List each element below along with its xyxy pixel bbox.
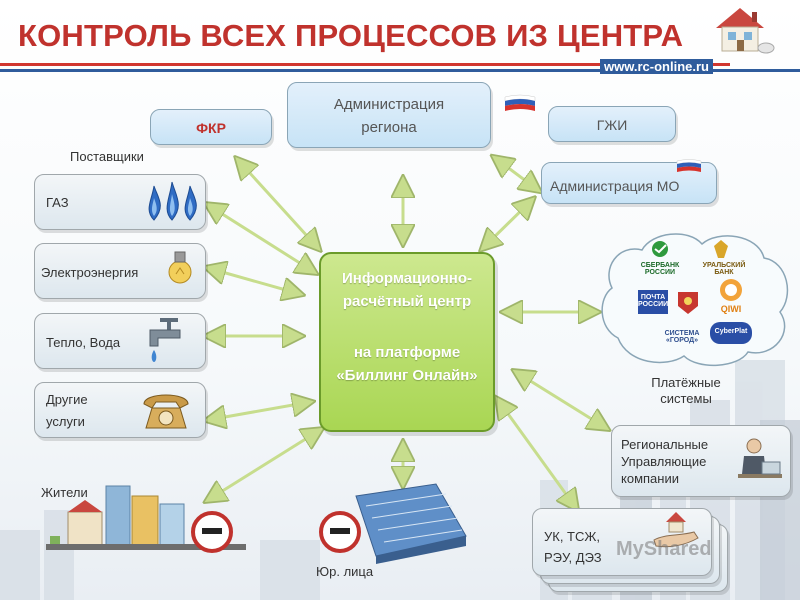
supplier-other-label-line1: Другие: [46, 392, 88, 407]
supplier-heat-water-label: Тепло, Вода: [46, 335, 121, 350]
supplier-heat-water-box[interactable]: [34, 313, 206, 369]
uk-tszh-line1: УК, ТСЖ,: [544, 529, 600, 544]
gorod-logo-icon: [678, 292, 698, 314]
billing-center-box[interactable]: [319, 252, 495, 432]
russian-flag-icon: [504, 94, 536, 111]
qiwi-logo-icon: [720, 279, 742, 301]
region-admin-label-line1: Администрация: [333, 96, 445, 113]
regional-management-line1: Региональные: [621, 437, 709, 452]
region-admin-label-line2: региона: [361, 119, 417, 136]
title-divider-blue: [0, 69, 800, 72]
uralsib-logo-icon: [714, 240, 728, 258]
qiwi-logo-text: QIWI: [720, 304, 742, 314]
water-tap-icon: [149, 318, 181, 362]
sberbank-logo-icon: [652, 241, 668, 257]
site-url[interactable]: www.rc-online.ru: [600, 59, 713, 74]
payment-systems-label-line2: системы: [660, 391, 712, 406]
supplier-gas-label: ГАЗ: [46, 195, 69, 210]
uralsib-logo-text: УРАЛЬСКИЙ БАНК: [702, 262, 746, 276]
suppliers-heading: Поставщики: [70, 149, 144, 164]
watermark-logo: MyShared: [616, 538, 712, 560]
water-meter-icon: [319, 511, 361, 553]
title-divider-red: [0, 63, 730, 66]
legal-entities-building-icon: [355, 483, 467, 564]
supplier-electricity-label: Электроэнергия: [41, 265, 139, 280]
uk-tszh-line2: РЭУ, ДЭЗ: [544, 550, 602, 565]
russian-post-logo-text: ПОЧТА РОССИИ: [638, 294, 669, 308]
center-line1: Информационно-: [341, 270, 473, 287]
regional-management-line2: Управляющие: [621, 454, 707, 469]
gas-flame-icon: [148, 181, 197, 221]
center-line2: расчётный центр: [342, 293, 472, 310]
russian-flag-icon: [676, 159, 702, 172]
residents-label: Жители: [41, 485, 88, 500]
gorod-logo-text: СИСТЕМА «ГОРОД»: [664, 330, 700, 344]
mo-admin-label: Администрация МО: [550, 178, 680, 194]
center-line4: «Биллинг Онлайн»: [336, 367, 478, 384]
region-admin-box[interactable]: [287, 82, 491, 148]
center-line3: на платформе: [353, 344, 461, 361]
fkr-label: ФКР: [196, 120, 226, 136]
page-title: КОНТРОЛЬ ВСЕХ ПРОЦЕССОВ ИЗ ЦЕНТРА: [18, 18, 684, 53]
gzhi-box[interactable]: [548, 106, 676, 142]
sberbank-logo-text: СБЕРБАНК РОССИИ: [640, 262, 680, 276]
house-icon: [716, 8, 775, 54]
legal-entities-label: Юр. лица: [316, 564, 374, 579]
hand-house-icon: [653, 512, 699, 548]
gzhi-label: ГЖИ: [596, 117, 628, 133]
regional-management-line3: компании: [621, 471, 679, 486]
water-meter-icon: [191, 511, 233, 553]
cyberplat-logo-text: CyberPlat: [714, 328, 748, 335]
cyberplat-logo: [710, 322, 752, 344]
lightbulb-icon: [168, 251, 192, 284]
payment-systems-label-line1: Платёжные: [651, 375, 721, 390]
supplier-other-label-line2: услуги: [46, 414, 85, 429]
telephone-icon: [143, 394, 189, 429]
residents-buildings-icon: [46, 485, 246, 550]
fkr-box[interactable]: [150, 109, 272, 145]
office-worker-icon: [738, 438, 782, 478]
russian-post-logo: [638, 290, 668, 314]
